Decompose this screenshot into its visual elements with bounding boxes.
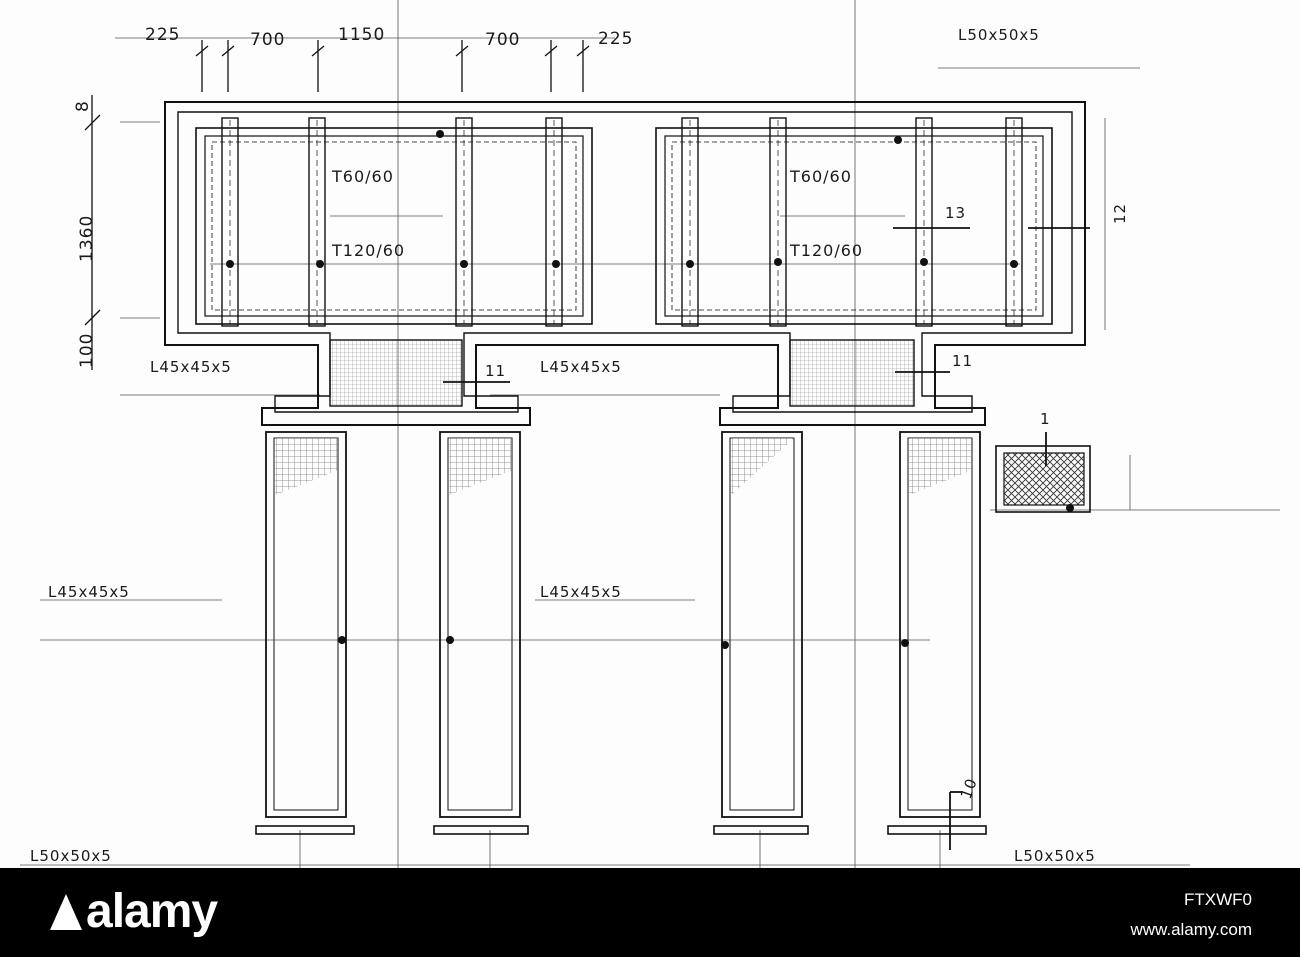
dim-1360: 1360	[77, 215, 97, 262]
leaders	[443, 227, 1090, 850]
label-angle-bottom-right: L50x50x5	[1014, 847, 1096, 865]
label-tube-upper-left: T60/60	[331, 167, 394, 186]
right-window	[655, 117, 1053, 327]
marker-12: 12	[1111, 203, 1129, 224]
label-angle-mid-center: L45x45x5	[540, 358, 622, 376]
dim-225-right: 225	[598, 29, 633, 49]
left-window	[195, 117, 593, 327]
profile-labels: L50x50x5 L45x45x5 L45x45x5 L45x45x5 L45x…	[30, 26, 1096, 865]
dimension-ticks	[84, 40, 590, 370]
dim-8: 8	[73, 100, 93, 112]
marker-13: 13	[945, 204, 966, 222]
construction-lines	[20, 0, 1280, 868]
label-angle-top-right: L50x50x5	[958, 26, 1040, 44]
dim-1150: 1150	[338, 25, 385, 45]
dim-100: 100	[77, 333, 97, 368]
marker-11-right: 11	[952, 352, 973, 370]
dim-225-left: 225	[145, 25, 180, 45]
brand-name: alamy	[86, 885, 218, 938]
label-angle-bottom-left: L50x50x5	[30, 847, 112, 865]
brand-logo: alamy	[50, 884, 218, 939]
dim-700-left: 700	[250, 30, 285, 50]
watermark-footer: alamy FTXWF0 www.alamy.com	[0, 868, 1300, 957]
label-angle-mid-left: L45x45x5	[150, 358, 232, 376]
label-leg-center: L45x45x5	[540, 583, 622, 601]
marker-11-left: 11	[485, 362, 506, 380]
site-url: www.alamy.com	[1130, 920, 1252, 939]
label-tube-lower-right: T120/60	[789, 241, 863, 260]
tube-labels: T60/60 T120/60 T60/60 T120/60	[331, 167, 863, 260]
marker-labels: 13 12 11 11 1 10	[485, 203, 1129, 801]
upper-frame	[164, 101, 1086, 426]
node-dots	[226, 130, 1074, 649]
label-leg-left: L45x45x5	[48, 583, 130, 601]
legs	[255, 431, 987, 835]
logo-wedge-icon	[50, 894, 82, 930]
dimension-labels: 225 700 1150 700 225 8 1360 100	[73, 25, 633, 368]
hatched-blocks	[329, 339, 915, 407]
section-detail-1	[995, 432, 1091, 513]
marker-10: 10	[957, 775, 981, 801]
technical-sketch: 225 700 1150 700 225 8 1360 100 L50x50x5…	[20, 0, 1280, 868]
dim-700-right: 700	[485, 30, 520, 50]
label-tube-lower-left: T120/60	[331, 241, 405, 260]
image-id: FTXWF0	[1184, 890, 1252, 909]
marker-1: 1	[1040, 410, 1051, 428]
label-tube-upper-right: T60/60	[789, 167, 852, 186]
